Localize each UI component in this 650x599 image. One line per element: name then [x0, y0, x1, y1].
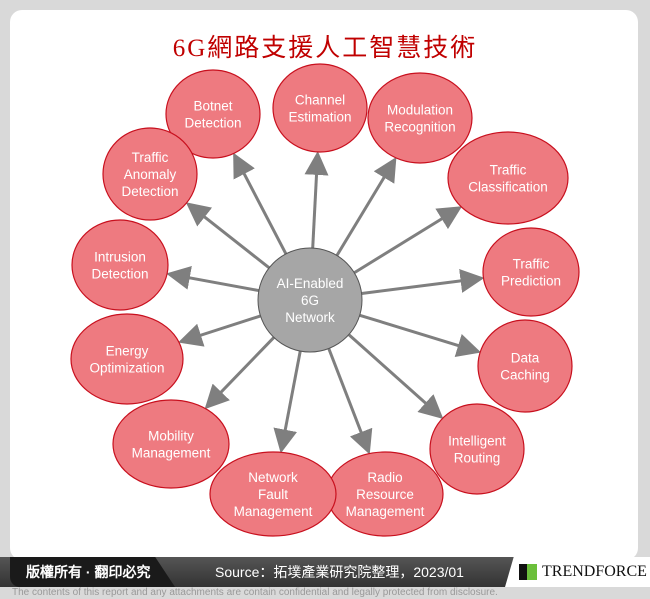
- node-label: Radio: [367, 470, 402, 485]
- arrow: [178, 314, 261, 347]
- logo-mark-icon: [519, 564, 537, 580]
- trendforce-logo: TRENDFORCE: [505, 557, 650, 587]
- node-label: Classification: [468, 180, 548, 195]
- node-label: Detection: [121, 184, 178, 199]
- node-label: Intrusion: [94, 250, 146, 265]
- node-label: Recognition: [384, 120, 455, 135]
- node-label: Management: [346, 504, 425, 519]
- arrow: [335, 157, 397, 257]
- arrow: [185, 202, 271, 270]
- source-label: Source：拓墣產業研究院整理，2023/01: [215, 564, 464, 580]
- node-label: Management: [132, 446, 211, 461]
- arrow: [359, 313, 482, 357]
- center-label: 6G: [301, 293, 319, 308]
- center-label: AI-Enabled: [277, 276, 344, 291]
- disclaimer: The contents of this report and any atta…: [12, 587, 498, 598]
- node-circle: [70, 313, 184, 405]
- node-label: Caching: [500, 368, 550, 383]
- node-circle: [447, 131, 569, 225]
- node-circle: [71, 219, 169, 311]
- node-label: Traffic: [490, 163, 527, 178]
- node-label: Prediction: [501, 274, 561, 289]
- node-label: Resource: [356, 487, 414, 502]
- arrow: [361, 269, 485, 295]
- node-label: Detection: [184, 116, 241, 131]
- arrow: [347, 333, 444, 419]
- node-label: Traffic: [513, 257, 550, 272]
- arrow: [304, 150, 329, 249]
- arrow: [327, 347, 373, 455]
- node-circle: [367, 72, 473, 164]
- node-label: Optimization: [89, 361, 164, 376]
- node-label: Intelligent: [448, 434, 506, 449]
- node-circle: [209, 451, 337, 537]
- node-label: Modulation: [387, 103, 453, 118]
- node-circle: [482, 227, 580, 317]
- arrow: [204, 336, 275, 410]
- node-label: Data: [511, 351, 540, 366]
- node-circle: [165, 69, 261, 159]
- arrow: [353, 206, 463, 274]
- node-label: Estimation: [288, 110, 351, 125]
- node-label: Management: [234, 504, 313, 519]
- node-circle: [272, 63, 368, 153]
- node-label: Botnet: [193, 99, 232, 114]
- arrow: [273, 350, 302, 454]
- node-circle: [429, 403, 525, 495]
- node-circle: [102, 127, 198, 221]
- arrow: [233, 152, 288, 255]
- node-label: Routing: [454, 451, 501, 466]
- node-label: Channel: [295, 93, 345, 108]
- center-label: Network: [285, 310, 335, 325]
- node-label: Network: [248, 470, 298, 485]
- arrow: [166, 266, 260, 293]
- diagram-title: 6G網路支援人工智慧技術: [172, 35, 478, 62]
- copyright-label: 版權所有 · 翻印必究: [10, 557, 175, 587]
- node-label: Traffic: [132, 150, 169, 165]
- node-label: Anomaly: [124, 167, 177, 182]
- node-label: Detection: [91, 267, 148, 282]
- node-label: Fault: [258, 487, 288, 502]
- brand-name: TRENDFORCE: [542, 563, 647, 580]
- center-circle: [257, 247, 363, 353]
- node-label: Energy: [106, 344, 149, 359]
- node-circle: [112, 399, 230, 489]
- node-circle: [477, 319, 573, 413]
- node-label: Mobility: [148, 429, 194, 444]
